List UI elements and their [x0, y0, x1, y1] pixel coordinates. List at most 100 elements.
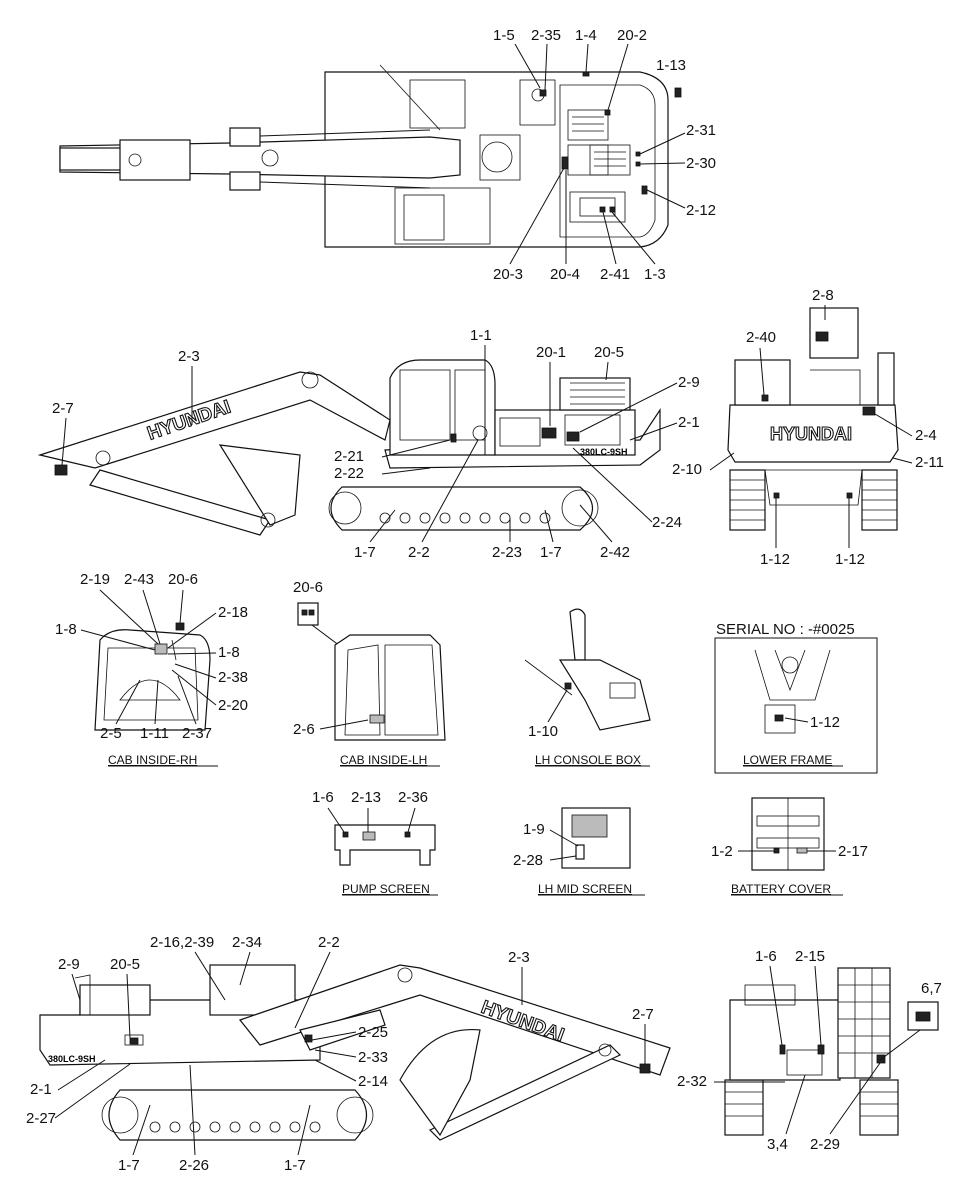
- callout: 2-35: [531, 27, 561, 44]
- callout: 1-7: [354, 544, 376, 561]
- callout: 2-26: [179, 1157, 209, 1174]
- callout: 2-20: [218, 697, 248, 714]
- callout: 2-29: [810, 1136, 840, 1153]
- track-rollers-left: [149, 1121, 321, 1133]
- side-view-left: 380LC-9SH HYUNDAI 2-16,2-39 2-34 2-2 2-9…: [26, 934, 671, 1174]
- callout: 2-40: [746, 329, 776, 346]
- callout: 2-36: [398, 789, 428, 806]
- callout: 1-4: [575, 27, 597, 44]
- track-rollers: [379, 512, 551, 524]
- battery-cover: 1-2 2-17 BATTERY COVER: [711, 797, 868, 896]
- callout: 20-5: [110, 956, 140, 973]
- callout: 3,4: [767, 1136, 788, 1153]
- callout: 1-1: [470, 327, 492, 344]
- callout: 2-4: [915, 427, 937, 444]
- callout: 20-6: [293, 579, 323, 596]
- callout: 2-1: [678, 414, 700, 431]
- caption: LH MID SCREEN: [538, 882, 632, 896]
- rear-view-2: 1-6 2-15 6,7 2-32 3,4 2-29: [677, 948, 942, 1153]
- callout: 2-34: [232, 934, 262, 951]
- caption: CAB INSIDE-LH: [340, 753, 427, 767]
- model-badge: 380LC-9SH: [580, 447, 628, 457]
- callout: 2-25: [358, 1024, 388, 1041]
- callout: 2-22: [334, 465, 364, 482]
- callout: 2-14: [358, 1073, 388, 1090]
- callout: 1-9: [523, 821, 545, 838]
- callout: 1-7: [540, 544, 562, 561]
- callout: 2-3: [178, 348, 200, 365]
- rear-track-lines: [730, 479, 897, 521]
- callout: 2-8: [812, 287, 834, 304]
- caption: LH CONSOLE BOX: [535, 753, 641, 767]
- callout: 1-2: [711, 843, 733, 860]
- pump-screen: 1-6 2-13 2-36 PUMP SCREEN: [312, 789, 438, 896]
- top-boom: [59, 64, 461, 191]
- callout: 2-17: [838, 843, 868, 860]
- brand-logo-rear: HYUNDAI: [770, 424, 852, 444]
- caption: BATTERY COVER: [731, 882, 831, 896]
- callout: 2-37: [182, 725, 212, 742]
- callout: 2-2: [408, 544, 430, 561]
- callout: 1-11: [140, 725, 169, 742]
- callout: 2-15: [795, 948, 825, 965]
- callout: 2-13: [351, 789, 381, 806]
- callout: 2-12: [686, 202, 716, 219]
- callout: 2-27: [26, 1110, 56, 1127]
- callout: 2-28: [513, 852, 543, 869]
- callout: 1-13: [656, 57, 686, 74]
- lh-console-box: 1-10 LH CONSOLE BOX: [524, 608, 651, 767]
- callout: 2-19: [80, 571, 110, 588]
- callout: 1-7: [284, 1157, 306, 1174]
- callout: 2-23: [492, 544, 522, 561]
- callout: 2-16,2-39: [150, 934, 214, 951]
- callout: 2-11: [915, 454, 944, 471]
- callout: 2-41: [600, 266, 630, 283]
- cab-inside-lh: 20-6 2-6 CAB INSIDE-LH: [293, 579, 446, 767]
- callout: 1-12: [835, 551, 865, 568]
- callout: 20-4: [550, 266, 580, 283]
- callout: 1-8: [218, 644, 240, 661]
- callout: 2-1: [30, 1081, 52, 1098]
- callout: 2-42: [600, 544, 630, 561]
- side-right-labels: 1-1 20-1 20-5 2-9 2-1 2-3 2-7 2-21 2-22 …: [52, 327, 700, 561]
- callout: 2-32: [677, 1073, 707, 1090]
- top-view: 1-5 2-35 1-4 20-2 1-13 2-31 2-30 2-12 20…: [59, 27, 716, 283]
- callout: 2-31: [686, 122, 716, 139]
- callout: 2-7: [632, 1006, 654, 1023]
- callout: 6,7: [921, 980, 942, 997]
- callout: 1-8: [55, 621, 77, 638]
- callout: 20-5: [594, 344, 624, 361]
- callout: 2-33: [358, 1049, 388, 1066]
- callout: 2-9: [678, 374, 700, 391]
- side-grille: [499, 382, 625, 447]
- model-badge-left: 380LC-9SH: [48, 1054, 96, 1064]
- callout: 2-2: [318, 934, 340, 951]
- callout: 2-6: [293, 721, 315, 738]
- callout: 1-5: [493, 27, 515, 44]
- caption: LOWER FRAME: [743, 753, 832, 767]
- callout: 2-24: [652, 514, 682, 531]
- lower-frame-panel: SERIAL NO : -#0025 1-12 LOWER FRAME: [714, 621, 878, 774]
- callout: 2-21: [334, 448, 364, 465]
- callout: 2-43: [124, 571, 154, 588]
- callout: 1-12: [810, 714, 840, 731]
- callout: 1-12: [760, 551, 790, 568]
- top-grilles: [567, 109, 631, 176]
- callout: 2-30: [686, 155, 716, 172]
- cab-inside-rh: 2-19 2-43 20-6 2-18 1-8 1-8 2-38 2-20 2-…: [55, 571, 248, 767]
- callout: 20-3: [493, 266, 523, 283]
- callout: 2-5: [100, 725, 122, 742]
- callout: 1-10: [528, 723, 558, 740]
- caption: CAB INSIDE-RH: [108, 753, 197, 767]
- serial-number: SERIAL NO : -#0025: [716, 621, 855, 638]
- callout: 2-10: [672, 461, 702, 478]
- radiator-grid: [838, 968, 890, 1078]
- side-view-right: 380LC-9SH HYUNDAI 1-1 20-1 20-5 2-9 2-1 …: [37, 327, 700, 561]
- callout: 1-6: [312, 789, 334, 806]
- lh-mid-screen: 1-9 2-28 LH MID SCREEN: [513, 807, 645, 896]
- rear-view: HYUNDAI 2-8 2-40 2-4 2-11 2-10 1-12 1-12: [672, 287, 944, 568]
- callout: 2-9: [58, 956, 80, 973]
- callout: 2-7: [52, 400, 74, 417]
- callout: 20-6: [168, 571, 198, 588]
